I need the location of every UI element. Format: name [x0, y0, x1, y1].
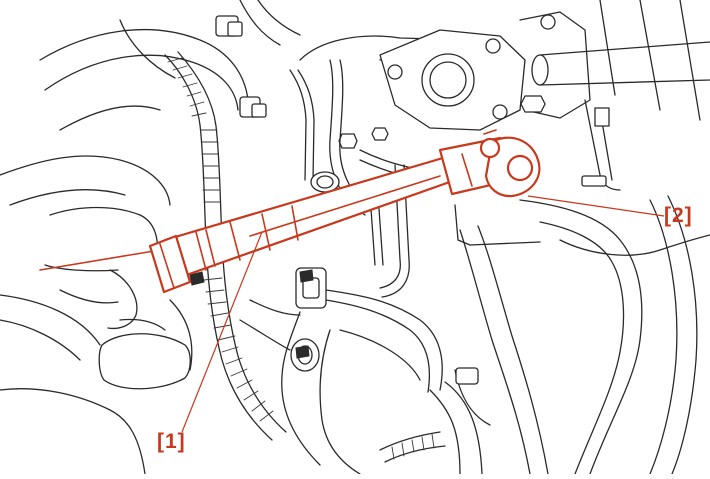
callout-1-label: [1] — [157, 430, 186, 453]
torque-wrench-tool — [39, 129, 541, 294]
callout-2-label: [2] — [664, 204, 693, 227]
wrench-handle-line — [39, 249, 161, 271]
callout-2-leader — [527, 195, 665, 217]
wrench-collar — [148, 234, 192, 294]
callout-1-leader — [181, 231, 263, 433]
